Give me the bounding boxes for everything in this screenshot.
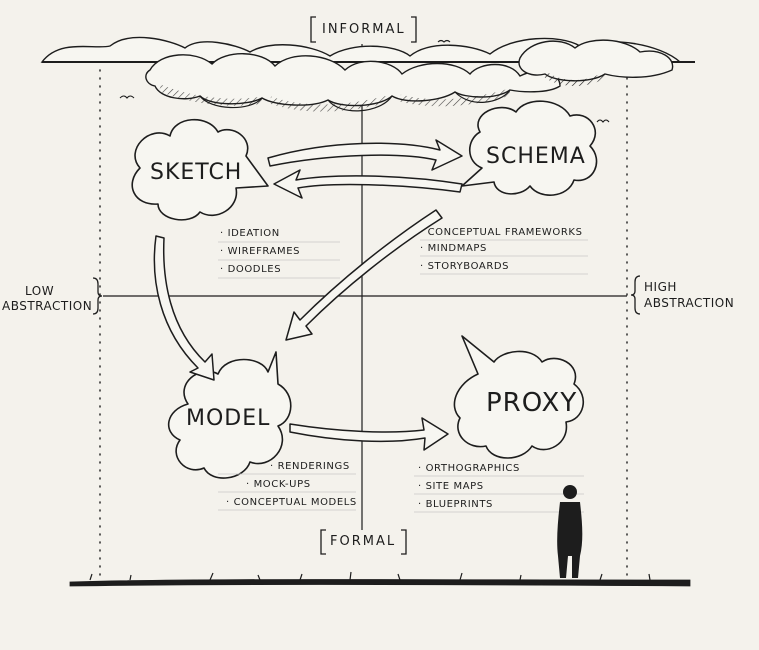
- proxy-title: PROXY: [486, 388, 578, 418]
- schema-item: CONCEPTUAL FRAMEWORKS: [420, 227, 583, 238]
- ground-line: [69, 571, 691, 587]
- proxy-item: SITE MAPS: [418, 481, 484, 492]
- axis-right-label-line1: HIGH: [644, 280, 677, 294]
- arrow-model-to-proxy: [289, 417, 449, 451]
- schema-item: STORYBOARDS: [420, 261, 509, 272]
- arrow-schema-to-model: [285, 209, 443, 341]
- sketch-bubble: [131, 118, 269, 221]
- formal-bracket-right: [401, 529, 407, 555]
- axis-left-label-line1: LOW: [25, 284, 55, 298]
- informal-bracket-left: [310, 16, 316, 43]
- model-bubble: [167, 351, 292, 479]
- axis-top-label: INFORMAL: [322, 22, 406, 37]
- person-icon: [557, 485, 583, 578]
- arrow-sketch-to-model: [153, 235, 215, 381]
- sketch-item: DOODLES: [220, 264, 281, 275]
- proxy-bubble: [453, 335, 585, 459]
- note-rules: [218, 239, 588, 513]
- birds-icon: [119, 39, 610, 123]
- schema-title: SCHEMA: [486, 144, 586, 169]
- proxy-item: BLUEPRINTS: [418, 499, 493, 510]
- arrow-sketch-to-schema: [267, 139, 463, 171]
- sketch-title: SKETCH: [150, 160, 243, 185]
- formal-bracket-left: [320, 529, 326, 555]
- schema-bubble: [461, 100, 598, 196]
- model-item: MOCK-UPS: [246, 479, 311, 490]
- model-title: MODEL: [186, 406, 271, 431]
- proxy-item: ORTHOGRAPHICS: [418, 463, 520, 474]
- sketch-item: IDEATION: [220, 228, 280, 239]
- sketch-item: WIREFRAMES: [220, 246, 300, 257]
- axis-left-label-line2: ABSTRACTION: [2, 299, 93, 313]
- model-item: RENDERINGS: [270, 461, 350, 472]
- high-abstraction-brace: [630, 275, 641, 315]
- model-item: CONCEPTUAL MODELS: [226, 497, 357, 508]
- schema-item: MINDMAPS: [420, 243, 487, 254]
- axis-right-label-line2: ABSTRACTION: [644, 296, 735, 310]
- axis-bottom-label: FORMAL: [330, 534, 397, 549]
- arrow-schema-to-sketch: [273, 169, 463, 199]
- low-abstraction-brace: [92, 277, 103, 315]
- cloud-bank: [40, 36, 695, 112]
- informal-bracket-right: [411, 16, 417, 43]
